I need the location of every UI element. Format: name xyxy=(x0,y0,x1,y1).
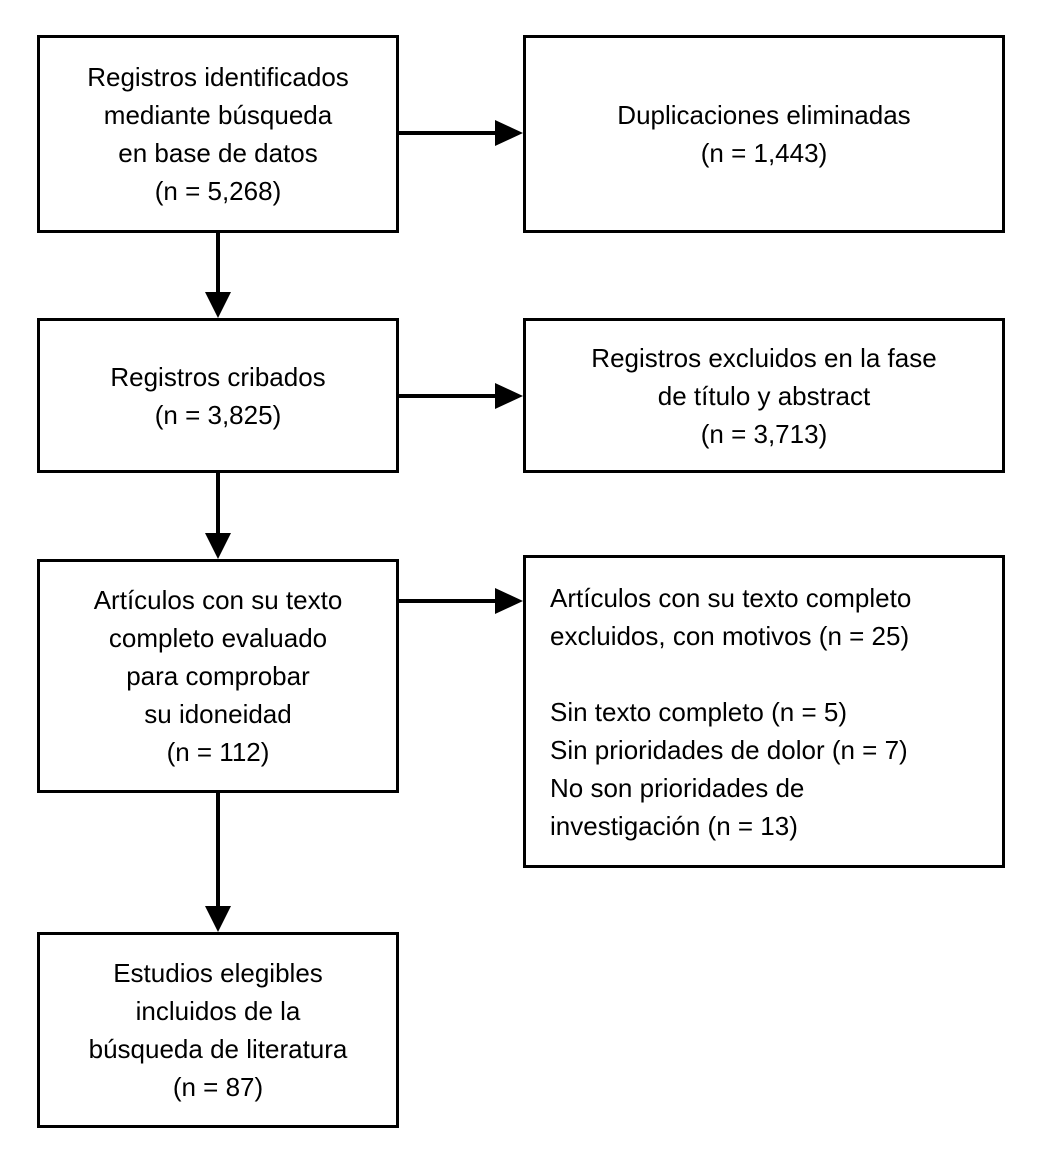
arrow-line xyxy=(399,394,497,398)
box-duplicates-removed: Duplicaciones eliminadas (n = 1,443) xyxy=(523,35,1005,233)
box-records-screened: Registros cribados (n = 3,825) xyxy=(37,318,399,473)
box-records-identified: Registros identificados mediante búsqued… xyxy=(37,35,399,233)
box-fulltext-excluded-text: Artículos con su texto completo excluido… xyxy=(550,582,912,841)
arrow-down-head-icon xyxy=(205,533,231,559)
arrow-down-head-icon xyxy=(205,906,231,932)
box-excluded-title-abstract: Registros excluidos en la fase de título… xyxy=(523,318,1005,473)
box-studies-included: Estudios elegibles incluidos de la búsqu… xyxy=(37,932,399,1128)
arrow-right-head-icon xyxy=(495,588,523,614)
box-fulltext-excluded: Artículos con su texto completo excluido… xyxy=(523,555,1005,868)
arrow-right-head-icon xyxy=(495,120,523,146)
box-studies-included-text: Estudios elegibles incluidos de la búsqu… xyxy=(88,958,348,1102)
box-fulltext-assessed-text: Artículos con su texto completo evaluado… xyxy=(93,585,343,767)
box-fulltext-assessed: Artículos con su texto completo evaluado… xyxy=(37,559,399,793)
arrow-line xyxy=(399,599,497,603)
box-excluded-title-abstract-text: Registros excluidos en la fase de título… xyxy=(591,342,937,449)
box-duplicates-removed-text: Duplicaciones eliminadas (n = 1,443) xyxy=(617,100,911,168)
arrow-line xyxy=(399,131,497,135)
arrow-down-head-icon xyxy=(205,292,231,318)
arrow-line xyxy=(216,793,220,908)
arrow-line xyxy=(216,233,220,294)
box-records-screened-text: Registros cribados (n = 3,825) xyxy=(110,361,326,430)
arrow-line xyxy=(216,473,220,535)
arrow-right-head-icon xyxy=(495,383,523,409)
box-records-identified-text: Registros identificados mediante búsqued… xyxy=(87,62,349,206)
